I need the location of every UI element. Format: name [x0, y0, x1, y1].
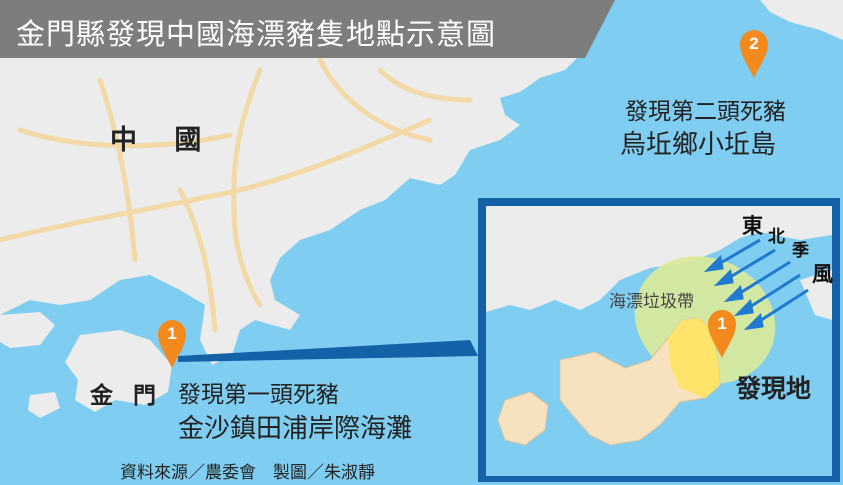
inset-found-label: 發現地 [736, 374, 812, 403]
inset-marker-number: 1 [717, 314, 727, 333]
marker-1-number: 1 [167, 324, 177, 343]
wind-label-char-3: 季 [792, 241, 809, 261]
inset-map [478, 198, 840, 482]
marker-2-caption-line1: 發現第二頭死豬 [625, 99, 786, 125]
land-east [760, 0, 843, 40]
inset-trash-belt-label: 海漂垃圾帶 [609, 292, 694, 312]
island-small [0, 312, 55, 348]
island-kinmen [65, 330, 172, 412]
marker-2[interactable] [740, 30, 768, 78]
roads [0, 57, 473, 333]
leader-line [178, 340, 478, 362]
inset-east-land [800, 270, 832, 320]
wind-label-char-4: 風 [812, 262, 833, 286]
title-bar [0, 0, 615, 58]
inset-marker-1 [708, 310, 736, 358]
marker-1-caption-line2: 金沙鎮田浦岸際海灘 [178, 414, 413, 444]
inset-mainland [486, 206, 832, 312]
mainland-china [0, 55, 580, 365]
island-dadan [28, 392, 60, 418]
label-kinmen: 金 門 [90, 383, 163, 409]
inset-lieyu [497, 391, 549, 446]
source-credit: 資料來源／農委會 製圖／朱淑靜 [120, 463, 375, 483]
marker-1-caption-line1: 發現第一頭死豬 [178, 382, 339, 408]
marker-2-caption-line2: 烏坵鄉小坵島 [620, 130, 777, 160]
marker-2-number: 2 [749, 34, 759, 53]
wind-label-char-2: 北 [768, 227, 785, 247]
label-china: 中 國 [110, 125, 216, 156]
found-area [668, 318, 720, 398]
map-title: 金門縣發現中國海漂豬隻地點示意圖 [16, 17, 497, 51]
marker-1[interactable] [158, 320, 186, 368]
wind-arrows [703, 238, 809, 331]
wind-label-char-1: 東 [742, 214, 763, 238]
